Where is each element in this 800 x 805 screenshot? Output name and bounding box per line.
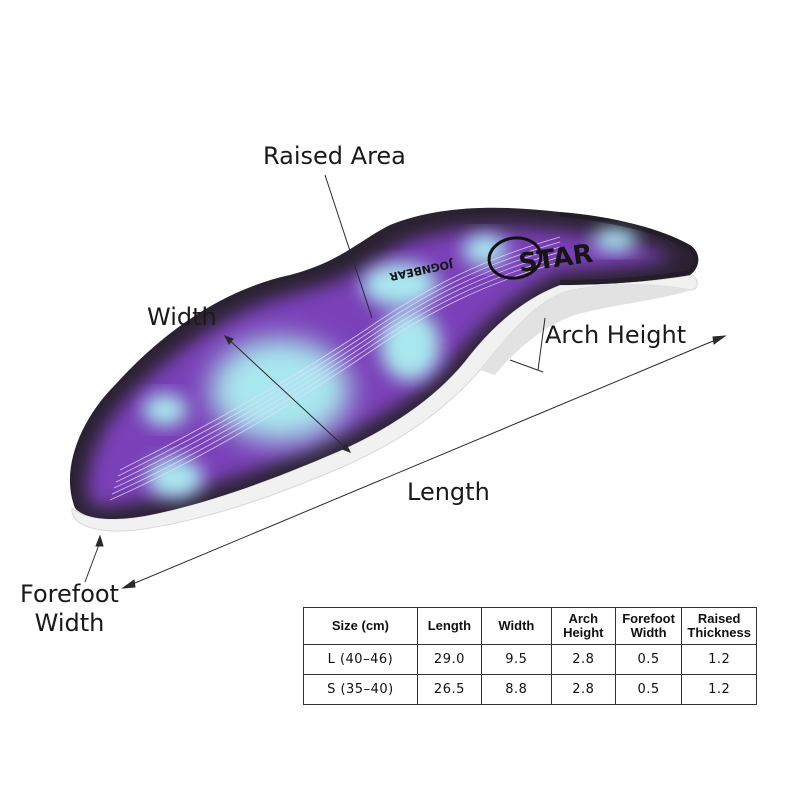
cell-raised-thickness: 1.2 [681, 674, 757, 705]
header-forefoot-width: Forefoot Width [614, 607, 683, 645]
table-row: L (40–46) 29.0 9.5 2.8 0.5 1.2 [303, 644, 757, 675]
width-arrowhead-end [341, 443, 352, 453]
cell-size: L (40–46) [303, 644, 418, 675]
header-width: Width [481, 607, 552, 645]
width-arrowhead [223, 335, 234, 345]
cell-width: 8.8 [481, 674, 552, 705]
length-line [122, 335, 726, 589]
cell-arch-height: 2.8 [550, 644, 616, 675]
header-raised-thickness: Raised Thickness [681, 607, 757, 645]
header-arch-height: Arch Height [550, 607, 616, 645]
cell-size: S (35–40) [303, 674, 418, 705]
forefoot-arrowhead [95, 534, 104, 547]
width-label: Width [147, 303, 217, 331]
size-table: Size (cm) Length Width Arch Height Foref… [303, 607, 757, 705]
cell-length: 29.0 [416, 644, 483, 675]
forefoot-label-line1: Forefoot [20, 580, 119, 608]
length-label: Length [407, 478, 490, 506]
raised-area-label: Raised Area [263, 142, 406, 170]
arch-height-tick [509, 359, 544, 373]
forefoot-width-line [84, 541, 101, 583]
insole-top-surface [69, 207, 699, 520]
arch-height-line [537, 317, 546, 371]
length-arrowhead-start [121, 579, 136, 589]
forefoot-label-line2: Width [34, 609, 105, 637]
cell-arch-height: 2.8 [550, 674, 616, 705]
cell-forefoot-width: 0.5 [614, 644, 683, 675]
cell-forefoot-width: 0.5 [614, 674, 683, 705]
table-row: S (35–40) 26.5 8.8 2.8 0.5 1.2 [303, 674, 757, 705]
header-length: Length [416, 607, 483, 645]
cell-width: 9.5 [481, 644, 552, 675]
raised-area-pointer [324, 174, 373, 319]
length-arrowhead-end [712, 335, 727, 345]
annotation-lines [84, 174, 727, 589]
header-size: Size (cm) [303, 607, 418, 645]
insole-arch-underside [480, 284, 692, 375]
size-table-header-row: Size (cm) Length Width Arch Height Foref… [303, 607, 757, 645]
cell-length: 26.5 [416, 674, 483, 705]
brand-logo [487, 236, 543, 280]
cell-raised-thickness: 1.2 [681, 644, 757, 675]
width-line [224, 335, 351, 453]
forefoot-width-label: Forefoot Width [20, 580, 119, 638]
arch-height-label: Arch Height [545, 321, 687, 349]
